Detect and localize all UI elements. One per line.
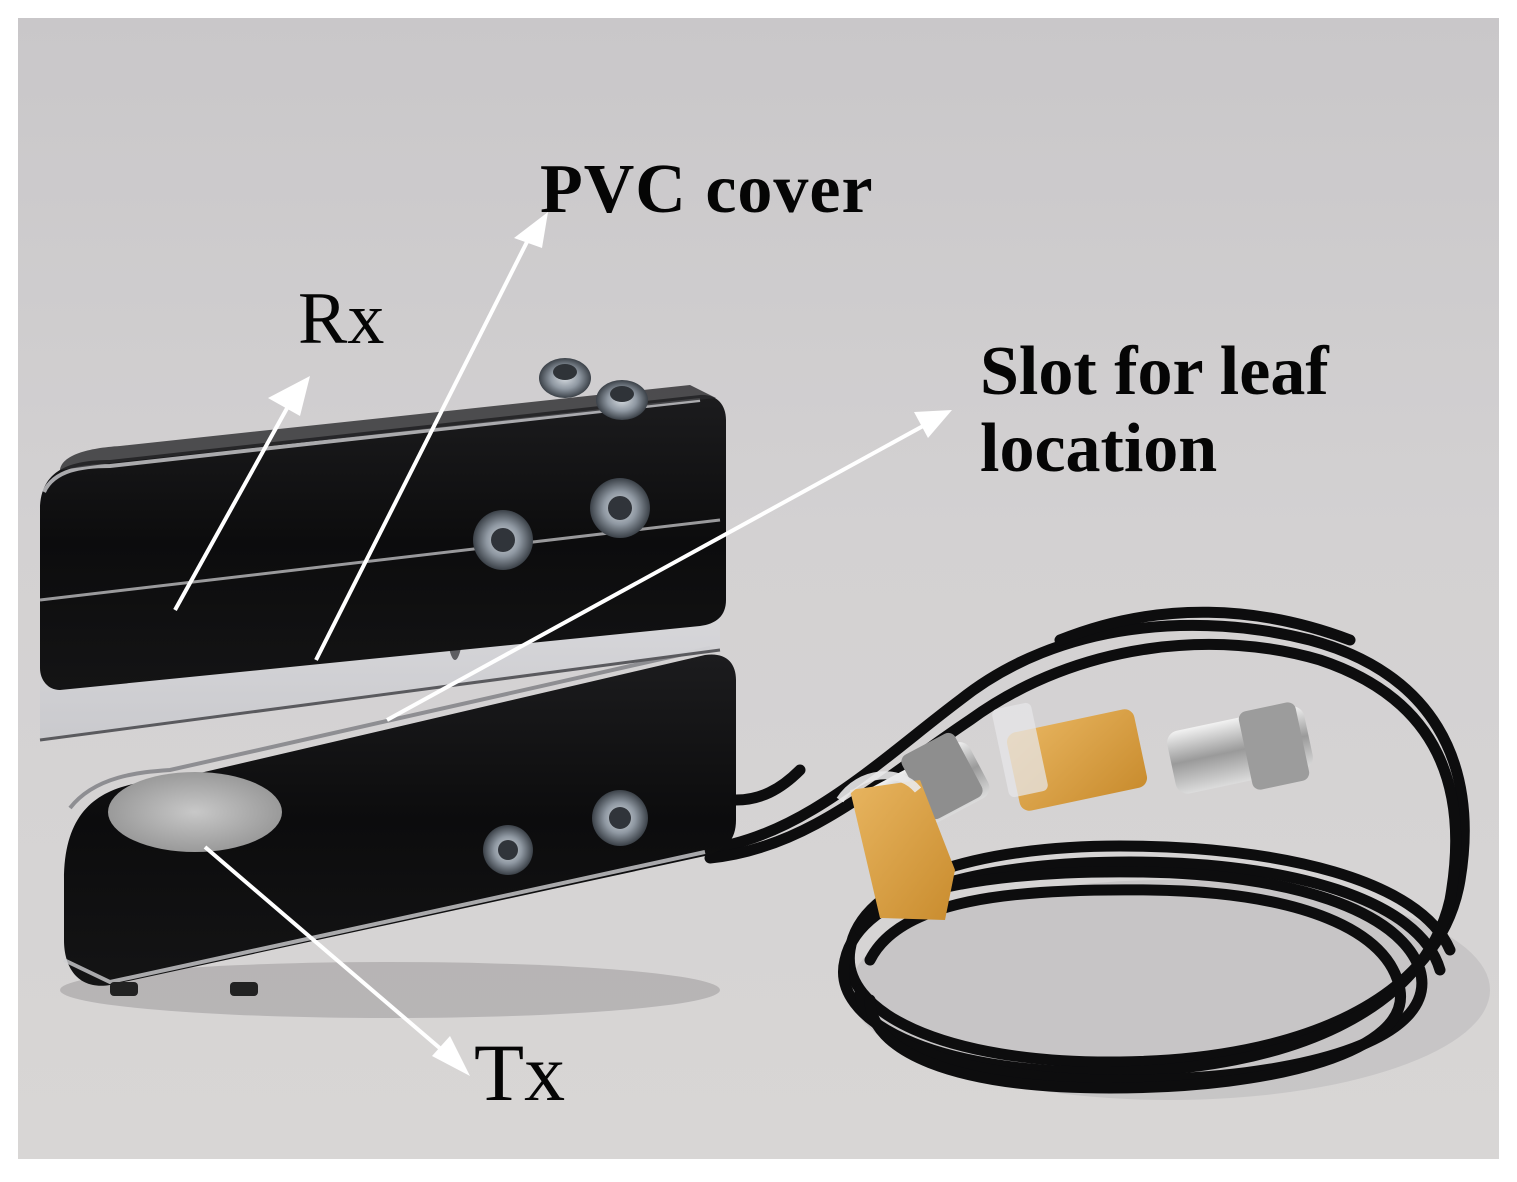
rx-label: Rx xyxy=(298,278,385,360)
coiled-cable xyxy=(694,606,1470,1094)
pvc-arrow xyxy=(314,226,536,661)
bnc-connector-right xyxy=(992,702,1313,811)
clip-shadow xyxy=(60,962,720,1018)
rx-arrow xyxy=(173,390,298,611)
annotation-arrows xyxy=(173,226,936,1064)
slot-arrow xyxy=(386,418,936,722)
tape-label-left xyxy=(850,780,955,920)
lower-arm xyxy=(64,654,736,986)
cable-shadow xyxy=(850,880,1490,1100)
slot-label-line1: Slot for leaf xyxy=(980,333,1329,410)
tx-label: Tx xyxy=(474,1027,566,1118)
photo-illustration xyxy=(18,18,1499,1159)
tx-emitter-disc xyxy=(108,772,282,852)
cable-exit xyxy=(730,764,806,806)
upper-side-screws xyxy=(473,478,650,570)
pvc-cover-label: PVC cover xyxy=(540,151,874,228)
tx-arrow xyxy=(203,845,458,1064)
slot-label: Slot for leaf location xyxy=(980,333,1329,487)
arrowheads xyxy=(268,212,952,1076)
foot-right xyxy=(230,982,258,996)
lower-side-screws xyxy=(483,790,648,875)
upper-arm xyxy=(40,394,726,690)
foot-left xyxy=(110,982,138,996)
sensor-photo xyxy=(18,18,1499,1159)
top-screws xyxy=(539,358,648,420)
slot-label-line2: location xyxy=(980,410,1218,487)
bnc-connector-left xyxy=(836,732,990,920)
